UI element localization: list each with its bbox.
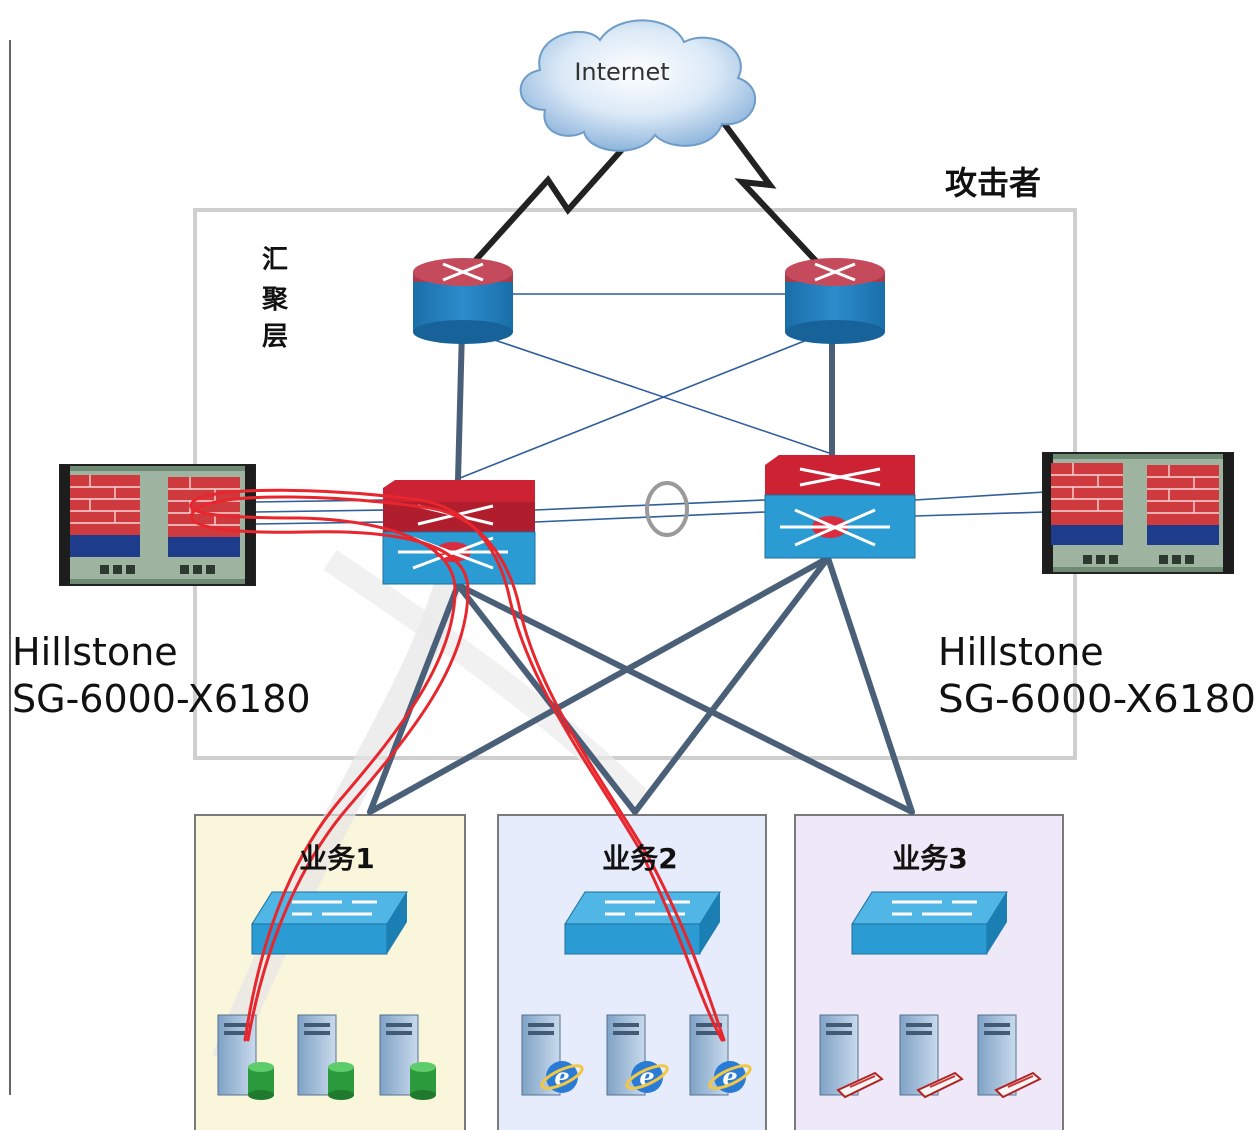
- server-icon: [977, 1014, 1042, 1099]
- mail-book-icon: [836, 1071, 884, 1099]
- firewall-icon: [59, 464, 256, 586]
- thin-links: [254, 293, 1046, 525]
- server-group-3: [819, 1014, 1042, 1099]
- server-icon: [819, 1014, 884, 1099]
- router-icon: [413, 258, 513, 344]
- cloud-label: Internet: [574, 58, 669, 86]
- access-switch-icon: [851, 891, 1008, 955]
- mail-book-icon: [916, 1071, 964, 1099]
- trunk-links: [367, 327, 915, 815]
- core-switch-icon: [764, 455, 916, 559]
- core-switch-icon: [382, 480, 536, 585]
- database-icon: [328, 1062, 354, 1100]
- database-icon: [248, 1062, 274, 1100]
- server-icon: [379, 1014, 436, 1100]
- zone-2-label: 业务2: [602, 842, 677, 875]
- server-icon: e: [521, 1014, 584, 1096]
- database-icon: [410, 1062, 436, 1100]
- server-group-1: [217, 1014, 436, 1100]
- server-icon: e: [689, 1014, 752, 1096]
- aggregation-layer-char-1: 汇: [262, 245, 288, 275]
- firewall-left-label-line1: Hillstone: [12, 630, 178, 674]
- server-group-2: e e e: [521, 1014, 752, 1096]
- ie-browser-icon: e: [625, 1061, 669, 1093]
- firewall-right-label-line2: SG-6000-X6180: [938, 677, 1256, 721]
- attacker-label: 攻击者: [945, 164, 1041, 202]
- attack-path: [189, 488, 726, 1042]
- wan-link-left: [462, 133, 638, 275]
- access-switch-icon: [251, 891, 408, 955]
- ie-browser-icon: e: [708, 1061, 752, 1093]
- aggregation-layer-char-3: 层: [262, 322, 288, 352]
- wan-link-right: [717, 116, 833, 279]
- router-icon: [785, 258, 885, 344]
- zone-3-label: 业务3: [892, 842, 967, 875]
- aggregation-layer-char-2: 聚: [261, 285, 289, 315]
- server-icon: [899, 1014, 964, 1099]
- mail-book-icon: [994, 1071, 1042, 1099]
- firewall-right-label-line1: Hillstone: [938, 630, 1104, 674]
- access-switch-icon: [564, 891, 721, 955]
- server-icon: [297, 1014, 354, 1100]
- ie-browser-icon: e: [540, 1061, 584, 1093]
- ha-link-ring: [645, 481, 689, 537]
- shadow-trail-2: [323, 550, 649, 809]
- zone-1-label: 业务1: [299, 842, 374, 875]
- cloud-icon: [519, 19, 757, 152]
- server-icon: e: [606, 1014, 669, 1096]
- firewall-left-label-line2: SG-6000-X6180: [12, 677, 311, 721]
- firewall-icon: [1042, 452, 1234, 574]
